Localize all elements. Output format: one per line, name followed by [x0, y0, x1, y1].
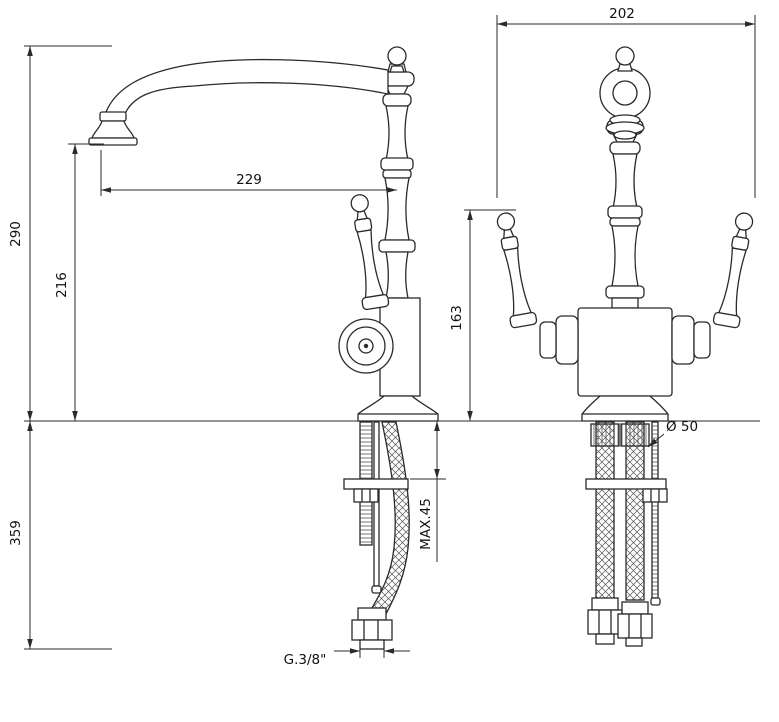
spout	[105, 58, 389, 117]
spout-outlet	[88, 111, 138, 146]
front-threaded-rod	[650, 421, 661, 606]
dim-base-diameter: Ø 50	[647, 419, 698, 448]
front-body	[577, 307, 673, 397]
front-view	[491, 46, 759, 647]
dim-label-max45: MAX.45	[418, 498, 434, 550]
top-finial	[387, 46, 407, 73]
front-base	[581, 395, 669, 422]
front-mounting-bracket	[585, 478, 668, 503]
dim-spout-reach: 229	[100, 150, 397, 196]
dim-width-overall: 202	[496, 6, 756, 198]
side-mounting-bracket	[343, 478, 409, 503]
front-top-finial	[615, 46, 635, 72]
side-threaded-rod	[359, 421, 382, 594]
spout-loop	[599, 67, 651, 140]
dim-label-359: 359	[8, 520, 24, 546]
side-base	[357, 395, 439, 422]
front-hose-nuts	[587, 597, 653, 647]
dim-label-g38: G.3/8"	[284, 652, 327, 668]
dim-height-overall: 290	[8, 45, 112, 421]
dim-max-deck-thickness: MAX.45	[410, 421, 446, 562]
dim-label-290: 290	[8, 221, 24, 247]
side-view	[88, 46, 439, 650]
dim-spout-outlet-height: 216	[54, 143, 104, 421]
dim-label-202: 202	[609, 6, 635, 22]
dim-handle-height: 163	[449, 209, 516, 421]
front-supply-hoses	[590, 421, 650, 601]
dim-label-229: 229	[236, 172, 262, 188]
side-hose-nut	[351, 607, 393, 650]
handle-connectors	[539, 315, 711, 365]
front-column	[605, 111, 645, 309]
valve-cap	[338, 318, 394, 374]
dim-label-dia50: Ø 50	[666, 419, 698, 435]
dim-below-deck: 359	[8, 421, 112, 650]
front-handle-left	[491, 210, 538, 329]
front-handle-right	[712, 210, 759, 329]
dim-label-216: 216	[54, 272, 70, 298]
dimension-layer: 202 290 216 229 163	[8, 6, 756, 668]
dim-thread: G.3/8"	[284, 642, 410, 668]
dim-label-163: 163	[449, 305, 465, 331]
